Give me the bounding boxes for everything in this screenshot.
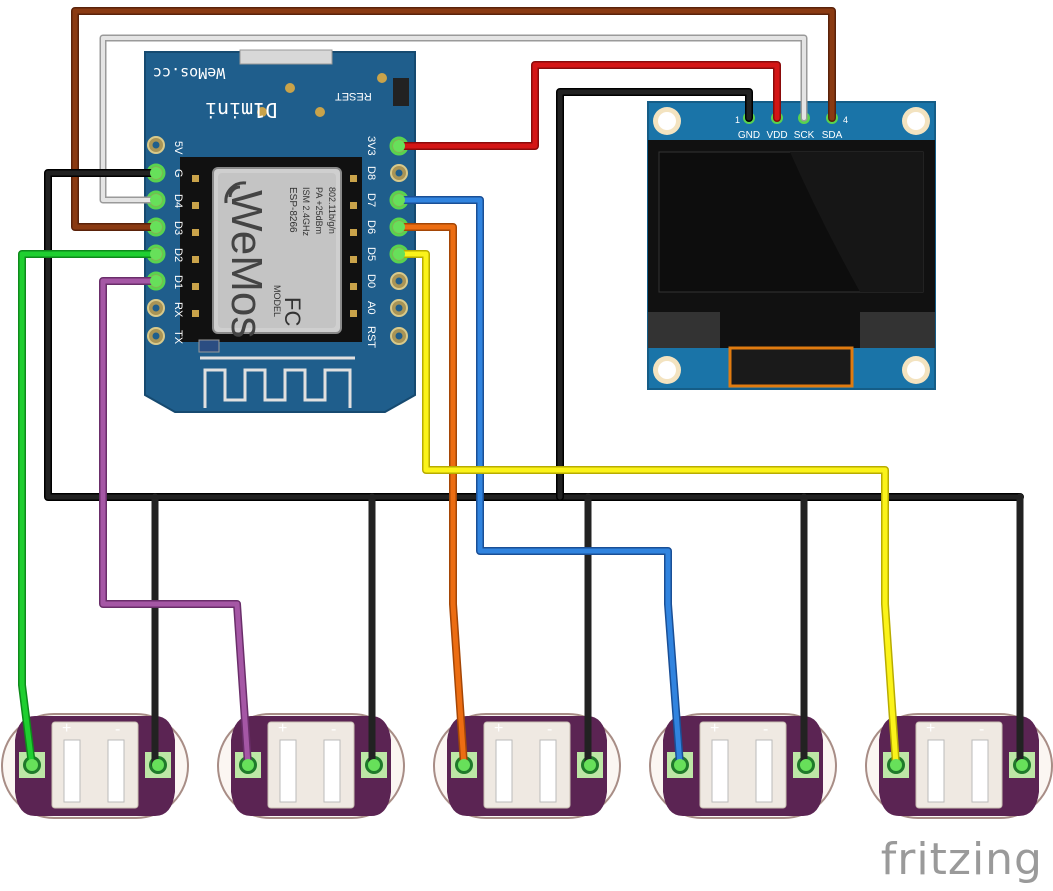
oled-display-module: GND VDD SCK SDA 1 4: [647, 101, 936, 390]
esp-module: ESP-8266 ISM 2.4GHz PA +25dBm 802.11b/g/…: [212, 167, 342, 338]
pin-rst[interactable]: [390, 327, 408, 345]
sensor-2-minus: -: [331, 721, 336, 738]
pin-label-d1: D1: [172, 275, 184, 289]
pin-d0[interactable]: [390, 272, 408, 290]
sensor-3: + -: [433, 713, 621, 819]
chip-line-3: PA +25dBm: [314, 187, 324, 234]
pin-label-5v: 5V: [172, 141, 184, 155]
pin-label-rx: RX: [172, 302, 184, 318]
chip-brand: WeMos: [222, 190, 271, 338]
sensor-1-minus: -: [115, 721, 120, 738]
pin-label-3v3: 3V3: [365, 136, 377, 156]
oled-label-vdd: VDD: [766, 130, 787, 141]
oled-pin-first-label: 1: [735, 115, 740, 125]
sensor-3-minus: -: [547, 721, 552, 738]
chip-model: MODEL: [272, 285, 282, 317]
pin-label-d2: D2: [172, 248, 184, 262]
sensor-2-plus: +: [278, 720, 287, 737]
board-model: D1mini: [205, 98, 277, 122]
reset-button[interactable]: [393, 78, 409, 106]
wifi-antenna: [203, 368, 352, 408]
sensor-5-minus: -: [979, 721, 984, 738]
sensor-4-plus: +: [710, 720, 719, 737]
pin-label-tx: TX: [172, 330, 184, 345]
wire-blue-d7-sensor-4[interactable]: [395, 196, 684, 769]
pin-label-d8: D8: [365, 166, 377, 180]
board-brand: WeMos.cc: [153, 64, 225, 82]
sensor-1: + -: [1, 713, 189, 819]
pin-label-d5: D5: [365, 247, 377, 261]
pin-label-d7: D7: [365, 193, 377, 207]
fcc-logo: FC: [280, 297, 305, 326]
pin-label-g: G: [172, 169, 184, 178]
pin-label-d6: D6: [365, 220, 377, 234]
wire-green-d2-sensor-1[interactable]: [18, 250, 160, 769]
oled-label-sck: SCK: [794, 130, 815, 141]
pin-5v[interactable]: [147, 136, 165, 154]
chip-line-1: ESP-8266: [287, 187, 298, 233]
sensor-5-plus: +: [926, 720, 935, 737]
pin-label-d4: D4: [172, 194, 184, 208]
fritzing-brand: fritzing: [880, 834, 1043, 885]
pin-label-a0: A0: [365, 301, 377, 314]
reset-label: RESET: [335, 90, 372, 102]
sensor-2: + -: [217, 713, 405, 819]
usb-connector: [239, 49, 333, 65]
sensor-3-plus: +: [494, 720, 503, 737]
pin-d8[interactable]: [390, 164, 408, 182]
wemos-d1-mini-board: WeMos.cc D1mini RESET ESP-8266 ISM 2.4GH…: [144, 49, 416, 413]
sensor-4-minus: -: [763, 721, 768, 738]
chip-line-2: ISM 2.4GHz: [301, 187, 311, 237]
oled-label-sda: SDA: [822, 130, 843, 141]
pin-label-d0: D0: [365, 274, 377, 288]
pin-tx[interactable]: [147, 327, 165, 345]
pin-rx[interactable]: [147, 299, 165, 317]
oled-label-gnd: GND: [738, 130, 760, 141]
oled-pin-last-label: 4: [843, 115, 848, 125]
pin-label-rst: RST: [365, 326, 377, 348]
led: [198, 339, 220, 353]
pin-label-d3: D3: [172, 221, 184, 235]
chip-line-4: 802.11b/g/n: [327, 187, 337, 234]
pin-a0[interactable]: [390, 299, 408, 317]
sensor-1-plus: +: [62, 720, 71, 737]
